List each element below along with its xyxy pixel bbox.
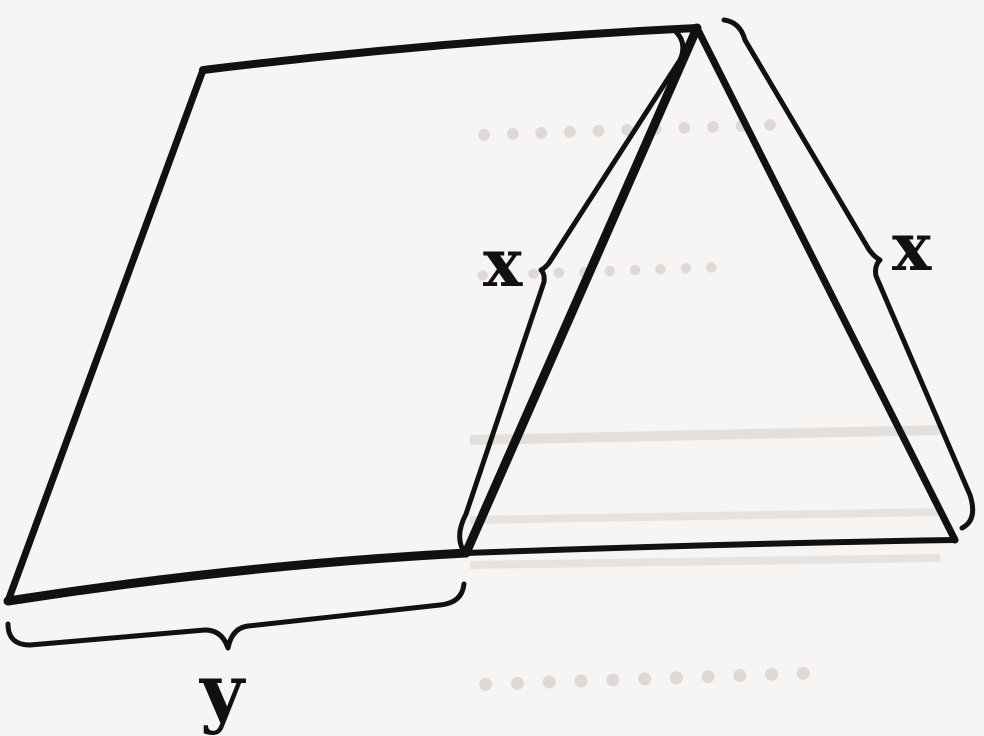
svg-text:...........: ...........: [467, 585, 821, 714]
parallelogram: [3, 24, 701, 606]
label-y-bottom: y: [199, 647, 246, 736]
label-x-left: x: [483, 224, 523, 302]
label-x-right: x: [892, 208, 932, 286]
parallelogram-left-edge: [4, 66, 207, 605]
brace-shared-side: [457, 27, 686, 553]
parallelogram-bottom-edge: [3, 548, 471, 606]
shared-side: [461, 23, 702, 558]
triangle-right-side: [693, 24, 959, 544]
brace-bottom-base: [5, 581, 467, 651]
triangle: [463, 24, 959, 556]
brace-triangle-side: [721, 17, 976, 531]
parallelogram-top-edge: [199, 24, 701, 74]
triangle-base: [463, 537, 958, 556]
